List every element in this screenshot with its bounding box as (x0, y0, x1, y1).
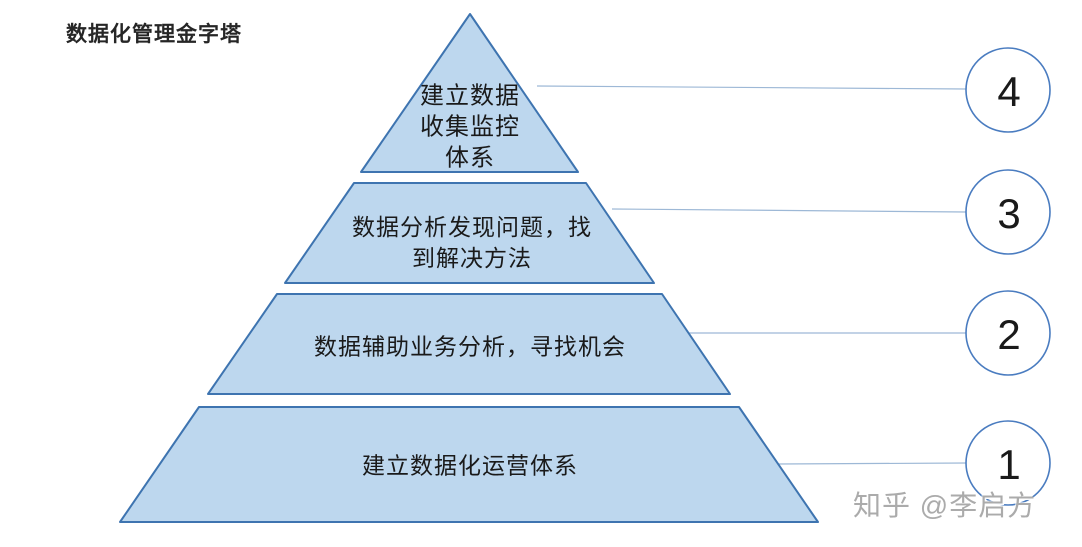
circle-number-4: 4 (997, 68, 1021, 115)
watermark: 知乎 @李启方 (853, 490, 1037, 521)
number-circle-2 (965, 290, 1051, 376)
connector-line-level-3 (611, 208, 967, 213)
pyramid-level-1-label: 建立数据化运营体系 (362, 452, 578, 479)
pyramid-level-2-label: 数据辅助业务分析，寻找机会 (314, 333, 626, 360)
connector-line-level-1 (777, 462, 968, 465)
circle-number-2: 2 (997, 311, 1021, 358)
pyramid-level-3-shape (284, 182, 655, 284)
pyramid-level-2-shape (207, 293, 731, 395)
number-circle-3 (965, 169, 1051, 255)
pyramid-level-4-shape (360, 13, 579, 173)
connector-line-level-4 (536, 85, 967, 90)
page-title: 数据化管理金字塔 (66, 23, 242, 46)
pyramid-level-1-shape (119, 406, 819, 523)
pyramid-level-3-label: 数据分析发现问题，找 到解决方法 (352, 214, 592, 271)
circle-number-1: 1 (997, 441, 1021, 488)
pyramid-level-4-label: 建立数据 收集监控 体系 (420, 82, 520, 172)
circle-number-3: 3 (997, 190, 1021, 237)
number-circle-4 (965, 47, 1051, 133)
number-circle-1 (965, 420, 1051, 506)
